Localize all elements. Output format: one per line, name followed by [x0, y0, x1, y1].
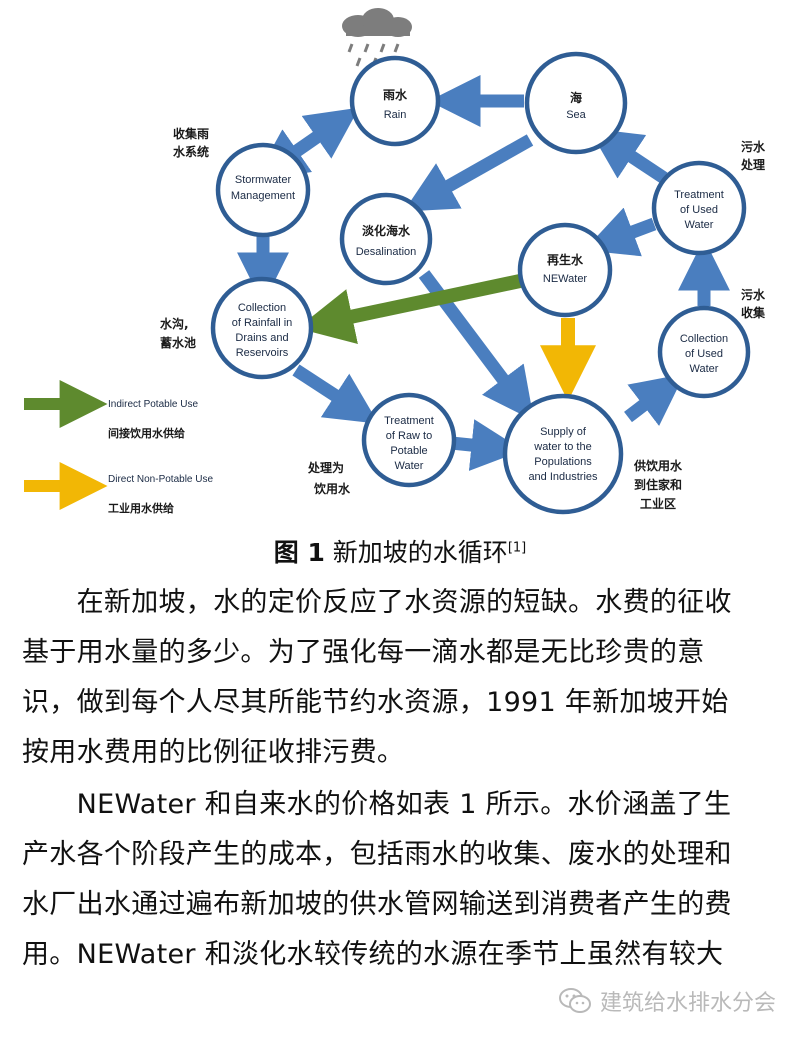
svg-text:Water: Water [395, 460, 424, 472]
svg-text:Water: Water [690, 363, 719, 375]
node-treatment-used-water: Treatment of Used Water [651, 160, 747, 256]
node-collection-used-water: Collection of Used Water [657, 305, 751, 399]
svg-text:海: 海 [570, 90, 582, 105]
svg-text:of Raw to: of Raw to [386, 430, 432, 442]
legend-indirect-en: Indirect Potable Use [108, 399, 198, 410]
arrow-treatment-to-newater [584, 207, 657, 257]
svg-text:NEWater: NEWater [543, 273, 588, 285]
paragraph-line: 基于用水量的多少。为了强化每一滴水都是无比珍贵的意 [22, 637, 705, 668]
paragraph-line: 识，做到每个人尽其所能节约水资源，1991 年新加坡开始 [22, 687, 729, 718]
node-sea: 海 Sea [524, 51, 628, 155]
svg-text:Stormwater: Stormwater [235, 174, 292, 186]
paragraph-2: NEWater 和自来水的价格如表 1 所示。水价涵盖了生 产水各个阶段产生的成… [22, 780, 782, 980]
svg-text:water to the: water to the [533, 441, 591, 453]
svg-text:of Used: of Used [680, 204, 718, 216]
legend: Indirect Potable Use 间接饮用水供给 Direct Non-… [24, 380, 213, 515]
figure-caption: 图 1 新加坡的水循环[1] [0, 533, 800, 569]
svg-text:Populations: Populations [534, 456, 592, 468]
svg-text:Collection: Collection [238, 302, 286, 314]
watermark-text: 建筑给水排水分会 [599, 991, 776, 1016]
arrow-treatment-to-sea [588, 128, 668, 184]
legend-indirect-zh: 间接饮用水供给 [108, 426, 185, 440]
paragraph-line: 水厂出水通过遍布新加坡的供水管网输送到消费者产生的费 [22, 889, 732, 920]
paragraph-line: NEWater 和自来水的价格如表 1 所示。水价涵盖了生 [22, 789, 732, 820]
figure-title: 新加坡的水循环 [324, 538, 508, 567]
paragraph-1: 在新加坡，水的定价反应了水资源的短缺。水费的征收 基于用水量的多少。为了强化每一… [22, 578, 782, 778]
node-rain: 雨水 Rain [349, 55, 441, 147]
svg-text:Sea: Sea [566, 109, 586, 121]
node-collection-rainfall: Collection of Rainfall in Drains and Res… [210, 276, 314, 380]
flow-arrows [237, 75, 730, 471]
label-stormwater-zh-2: 水系统 [173, 144, 209, 159]
figure-reference: [1] [507, 540, 527, 556]
svg-text:Desalination: Desalination [356, 246, 417, 258]
paragraph-line: 用。NEWater 和淡化水较传统的水源在季节上虽然有较大 [22, 939, 724, 970]
arrow-newater-indirect-potable [297, 274, 522, 344]
svg-text:再生水: 再生水 [547, 252, 584, 267]
svg-text:Drains and: Drains and [235, 332, 288, 344]
arrow-supply-to-collection-used [624, 373, 685, 427]
arrow-sea-to-desalination [403, 134, 534, 212]
label-used-treatment-zh-2: 处理 [740, 157, 765, 172]
node-treatment-raw-water: Treatment of Raw to Potable Water [361, 392, 457, 488]
label-used-collection-zh-2: 收集 [741, 305, 766, 320]
svg-text:Management: Management [231, 190, 295, 202]
figure-number: 图 1 [273, 538, 325, 567]
svg-text:Water: Water [685, 219, 714, 231]
wechat-icon [558, 988, 591, 1013]
legend-direct-zh: 工业用水供给 [108, 501, 174, 515]
label-used-treatment-zh: 污水 [741, 139, 766, 154]
node-stormwater: Stormwater Management [215, 142, 311, 238]
label-drains-zh: 水沟, [160, 316, 189, 331]
svg-text:Treatment: Treatment [384, 415, 434, 427]
svg-text:Supply of: Supply of [540, 426, 587, 438]
label-supply-zh: 供饮用水 [633, 458, 683, 473]
svg-text:Rain: Rain [384, 109, 407, 121]
arrow-collection-to-treatment-raw [292, 364, 379, 424]
node-desalination: 淡化海水 Desalination [339, 192, 433, 286]
svg-text:Potable: Potable [390, 445, 427, 457]
legend-direct-en: Direct Non-Potable Use [108, 474, 213, 485]
svg-text:雨水: 雨水 [383, 87, 408, 102]
label-supply-zh-2: 到住家和 [634, 477, 682, 492]
svg-text:Treatment: Treatment [674, 189, 724, 201]
svg-text:of Used: of Used [685, 348, 723, 360]
side-labels: 收集雨 水系统 水沟, 蓄水池 污水 处理 污水 收集 处理为 饮用水 供饮用水… [160, 126, 766, 511]
watermark: 建筑给水排水分会 [558, 985, 776, 1017]
paragraph-line: 按用水费用的比例征收排污费。 [22, 737, 405, 768]
svg-text:of Rainfall in: of Rainfall in [232, 317, 293, 329]
label-drains-zh-2: 蓄水池 [160, 335, 196, 350]
label-supply-zh-3: 工业区 [640, 496, 676, 511]
label-potable-zh-2: 饮用水 [313, 481, 351, 496]
paragraph-line: 产水各个阶段产生的成本，包括雨水的收集、废水的处理和 [22, 839, 732, 870]
node-supply: Supply of water to the Populations and I… [502, 393, 624, 515]
svg-text:Reservoirs: Reservoirs [236, 347, 289, 359]
paragraph-line: 在新加坡，水的定价反应了水资源的短缺。水费的征收 [22, 587, 732, 618]
svg-text:Collection: Collection [680, 333, 728, 345]
svg-text:淡化海水: 淡化海水 [362, 223, 411, 238]
water-cycle-diagram: 雨水 Rain 海 Sea Stormwater Management 淡化海水… [24, 8, 766, 515]
label-used-collection-zh: 污水 [741, 287, 766, 302]
node-newater: 再生水 NEWater [517, 222, 613, 318]
svg-text:and Industries: and Industries [528, 471, 598, 483]
label-stormwater-zh: 收集雨 [173, 126, 209, 141]
label-potable-zh: 处理为 [307, 460, 344, 475]
